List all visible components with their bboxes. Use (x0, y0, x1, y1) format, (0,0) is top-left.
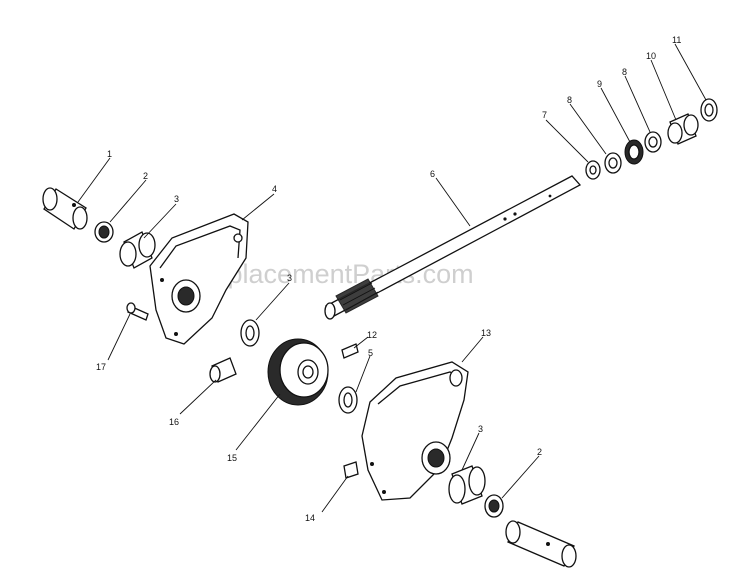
callout-15: 15 (227, 453, 237, 463)
part-3-bushing-right (448, 465, 486, 505)
callout-3: 3 (174, 194, 179, 204)
part-10-bushing (667, 113, 699, 145)
callout-14: 14 (305, 513, 315, 523)
part-8-washer-2 (644, 131, 662, 153)
callout-6: 6 (430, 169, 435, 179)
part-5-washer-upper (240, 319, 260, 347)
leader-lines (77, 43, 707, 513)
part-16-fitting (209, 357, 237, 383)
callout-5: 5 (368, 348, 373, 358)
callout-2: 2 (143, 171, 148, 181)
callout-11: 11 (672, 35, 681, 45)
part-1-pin-right (505, 520, 577, 568)
callout-7: 7 (542, 110, 547, 120)
callout-2b: 2 (537, 447, 542, 457)
part-14-plug (343, 461, 359, 479)
part-15-gear (267, 338, 329, 406)
part-6-shaft (324, 175, 582, 320)
part-3-bushing-left (119, 231, 156, 269)
part-13-housing (361, 361, 469, 501)
part-5-washer-lower (338, 386, 358, 414)
callout-16: 16 (169, 417, 179, 427)
callout-4: 4 (272, 184, 277, 194)
part-4-housing-cover (149, 213, 249, 345)
callout-labels: 1 2 3 4 3 17 16 15 12 5 13 3 2 14 6 7 8 … (96, 35, 681, 523)
part-17-bolt (126, 302, 149, 321)
callout-8b: 8 (622, 67, 627, 77)
part-2-washer-right (484, 494, 504, 518)
callout-1: 1 (107, 149, 112, 159)
part-2-washer-left (94, 221, 114, 243)
callout-8: 8 (567, 95, 572, 105)
callout-3b: 3 (287, 273, 292, 283)
callout-10: 10 (646, 51, 656, 61)
callout-13: 13 (481, 328, 491, 338)
part-8-washer (604, 152, 622, 174)
callout-3c: 3 (478, 424, 483, 434)
part-12-key (341, 343, 359, 359)
callout-12: 12 (367, 330, 377, 340)
callout-17: 17 (96, 362, 106, 372)
part-9-bearing (624, 139, 644, 165)
part-7-ring (585, 160, 601, 180)
part-11-washer (700, 98, 718, 122)
callout-9: 9 (597, 79, 602, 89)
part-1-pin (42, 187, 88, 230)
